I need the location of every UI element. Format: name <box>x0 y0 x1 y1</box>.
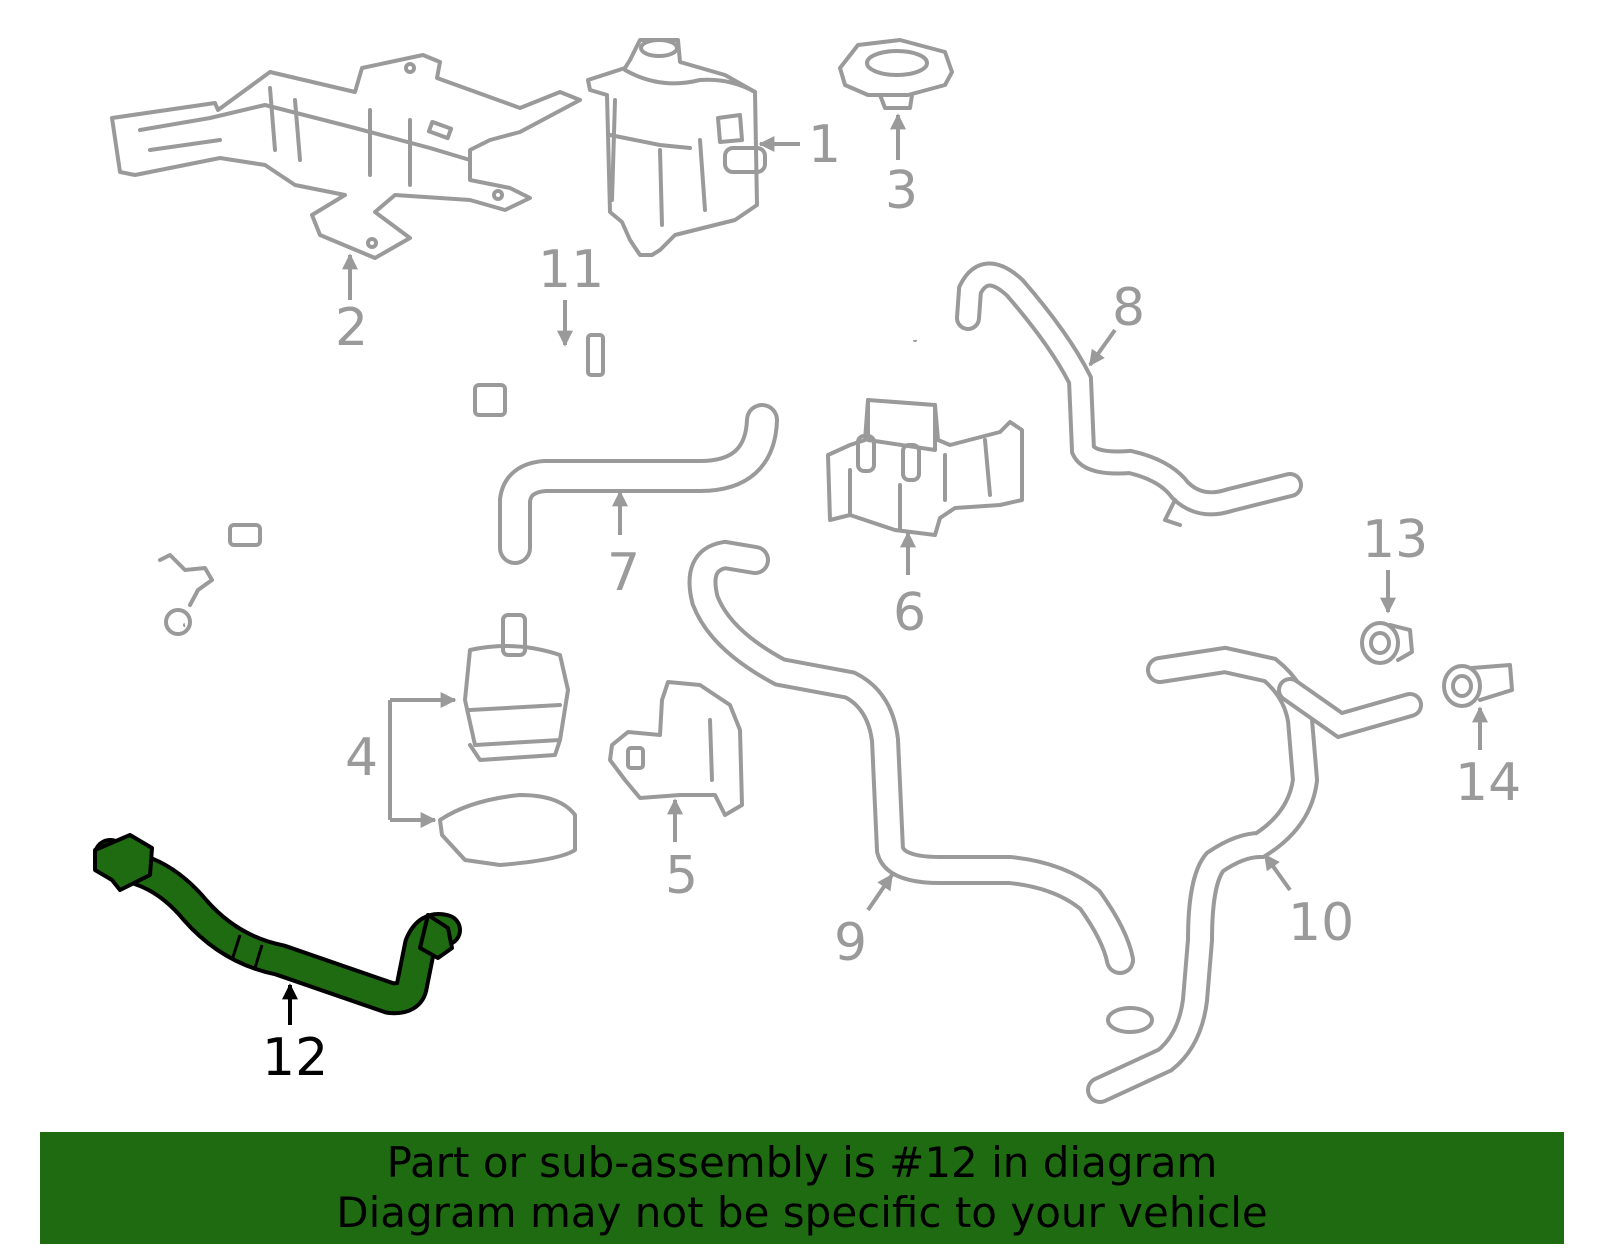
part-7-hose[interactable] <box>498 403 779 565</box>
callout-4: 4 <box>345 728 378 788</box>
leader-9 <box>866 873 894 912</box>
part-3-cap[interactable] <box>838 38 954 110</box>
part-10-hose[interactable] <box>1086 645 1423 1104</box>
callout-7: 7 <box>607 543 640 603</box>
part-11-hose[interactable] <box>158 244 924 636</box>
callout-6: 6 <box>893 583 926 643</box>
callout-5: 5 <box>665 846 698 906</box>
banner-line-1: Part or sub-assembly is #12 in diagram <box>386 1138 1218 1187</box>
part-14-plug[interactable] <box>1442 663 1514 708</box>
callout-2: 2 <box>335 298 368 358</box>
callout-10: 10 <box>1288 893 1354 953</box>
leader-10 <box>1263 853 1292 892</box>
part-8-hose[interactable] <box>955 261 1303 527</box>
callout-3: 3 <box>885 161 918 221</box>
callout-1: 1 <box>808 115 841 175</box>
banner-line-2: Diagram may not be specific to your vehi… <box>336 1188 1268 1237</box>
callout-14: 14 <box>1455 753 1521 813</box>
leader-8 <box>1088 328 1117 367</box>
callout-9: 9 <box>834 913 867 973</box>
part-1-reservoir[interactable] <box>586 38 767 257</box>
callout-11: 11 <box>538 240 604 300</box>
part-5-bracket[interactable] <box>608 680 744 817</box>
part-6-valve[interactable] <box>826 398 1024 537</box>
part-12-hose[interactable] <box>93 833 462 1016</box>
part-2-bracket[interactable] <box>110 53 582 260</box>
info-banner: Part or sub-assembly is #12 in diagram D… <box>40 1132 1564 1244</box>
part-13-plug[interactable] <box>1360 621 1414 665</box>
callout-13: 13 <box>1362 510 1428 570</box>
callout-12: 12 <box>262 1028 328 1088</box>
callout-8: 8 <box>1112 278 1145 338</box>
part-4-pump[interactable] <box>438 613 577 867</box>
part-9-hose[interactable] <box>687 539 1135 975</box>
